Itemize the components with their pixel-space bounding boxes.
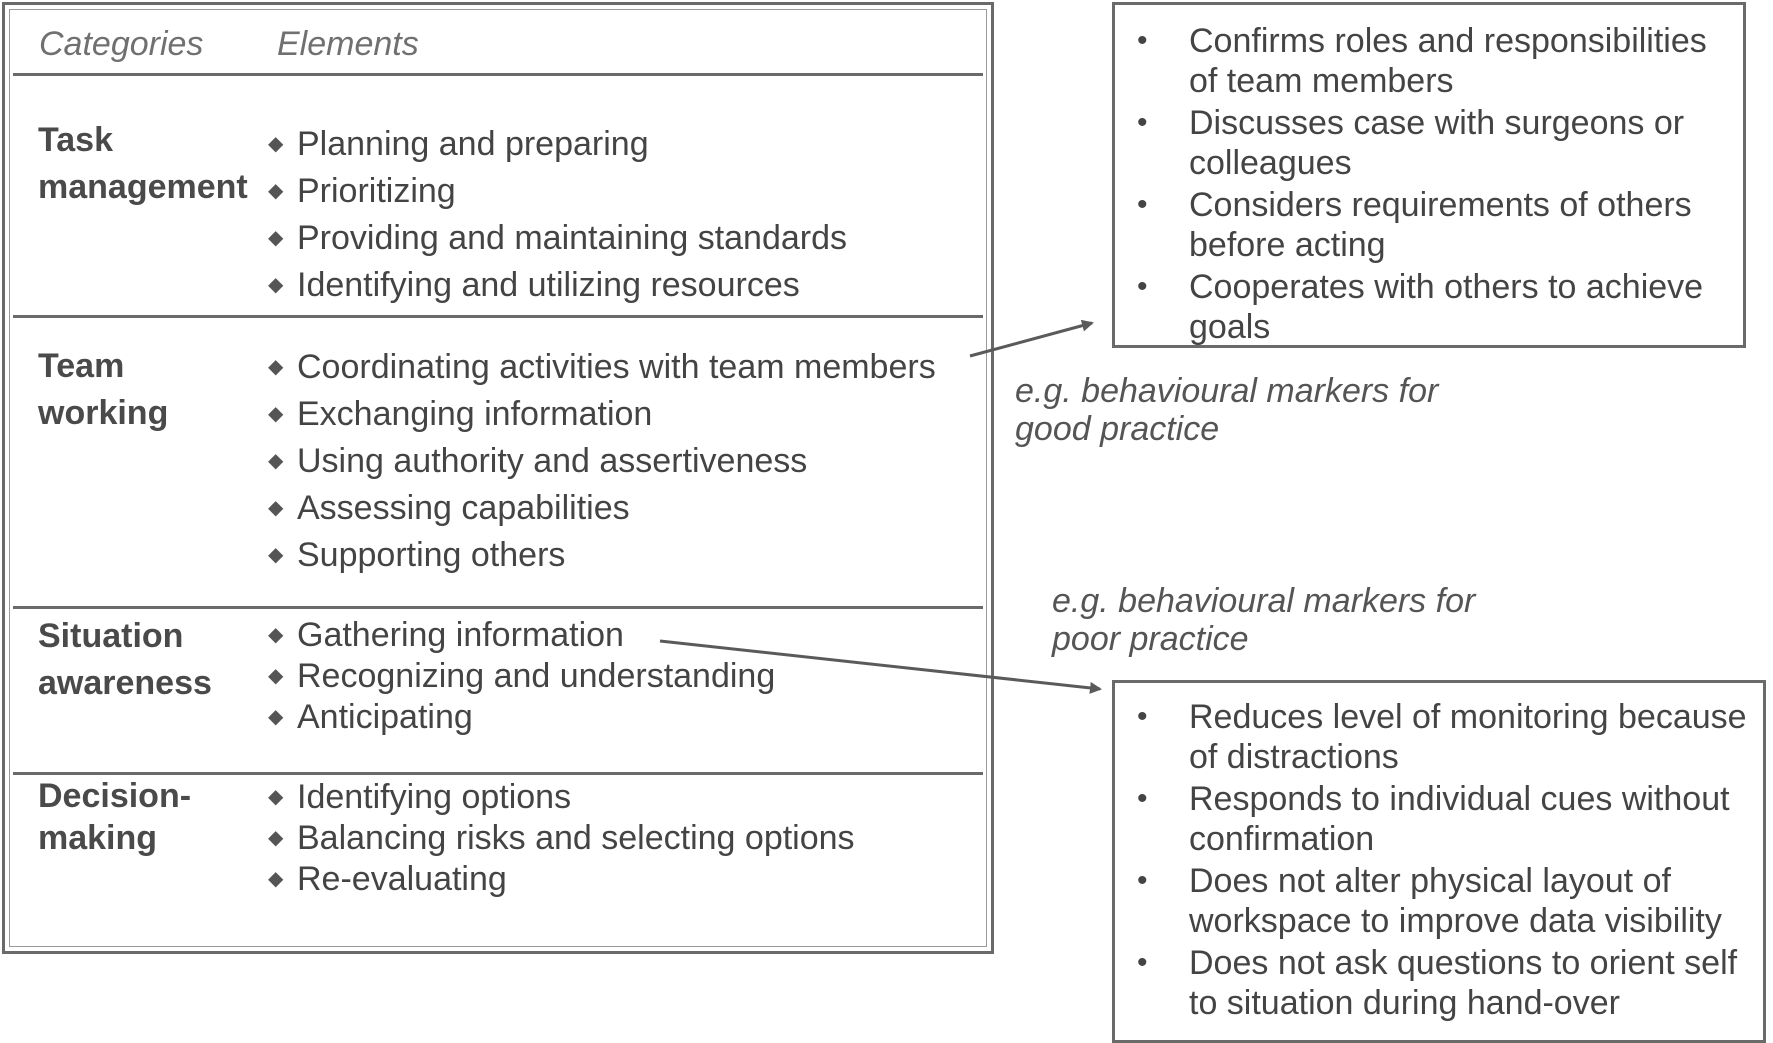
diamond-bullet-icon xyxy=(268,344,283,391)
element-list: Gathering information Recognizing and un… xyxy=(268,615,775,738)
list-item: Does not ask questions to orient selfto … xyxy=(1123,943,1757,1023)
list-item: Does not alter physical layout ofworkspa… xyxy=(1123,861,1757,941)
bullet-dot-icon xyxy=(1137,21,1148,61)
list-item: Supporting others xyxy=(268,532,936,579)
category-label: Situation awareness xyxy=(38,617,212,702)
list-item: Coordinating activities with team member… xyxy=(268,344,936,391)
list-item: Providing and maintaining standards xyxy=(268,215,847,262)
section-situation-awareness: Situation awareness Gathering informatio… xyxy=(13,609,983,775)
diamond-bullet-icon xyxy=(268,262,283,309)
diamond-bullet-icon xyxy=(268,215,283,262)
good-practice-caption: e.g. behavioural markers for good practi… xyxy=(1015,372,1439,448)
diamond-bullet-icon xyxy=(268,438,283,485)
diamond-bullet-icon xyxy=(268,818,283,859)
list-item: Identifying options xyxy=(268,777,855,818)
bullet-dot-icon xyxy=(1137,943,1148,983)
list-item: Responds to individual cues withoutconfi… xyxy=(1123,779,1757,859)
bullet-dot-icon xyxy=(1137,267,1148,307)
list-item: Identifying and utilizing resources xyxy=(268,262,847,309)
list-item: Assessing capabilities xyxy=(268,485,936,532)
diamond-bullet-icon xyxy=(268,168,283,215)
header-categories: Categories xyxy=(39,25,204,63)
list-item: Re-evaluating xyxy=(268,859,855,900)
nontechnical-skills-table: Categories Elements Task management Plan… xyxy=(2,2,994,954)
diamond-bullet-icon xyxy=(268,859,283,900)
diamond-bullet-icon xyxy=(268,121,283,168)
list-item: Discusses case with surgeons orcolleague… xyxy=(1123,103,1733,183)
category-label: Decision- making xyxy=(38,777,192,857)
bullet-dot-icon xyxy=(1137,779,1148,819)
list-item: Using authority and assertiveness xyxy=(268,438,936,485)
diamond-bullet-icon xyxy=(268,532,283,579)
element-list: Coordinating activities with team member… xyxy=(268,344,936,579)
diamond-bullet-icon xyxy=(268,485,283,532)
diamond-bullet-icon xyxy=(268,615,283,656)
element-list: Planning and preparing Prioritizing Prov… xyxy=(268,121,847,309)
diamond-bullet-icon xyxy=(268,697,283,738)
diamond-bullet-icon xyxy=(268,777,283,818)
bullet-dot-icon xyxy=(1137,185,1148,225)
section-team-working: Team working Coordinating activities wit… xyxy=(13,318,983,609)
header-elements: Elements xyxy=(277,25,419,63)
bullet-dot-icon xyxy=(1137,103,1148,143)
section-task-management: Task management Planning and preparing P… xyxy=(13,73,983,318)
section-decision-making: Decision- making Identifying options Bal… xyxy=(13,775,983,945)
bullet-dot-icon xyxy=(1137,697,1148,737)
list-item: Gathering information xyxy=(268,615,775,656)
list-item: Anticipating xyxy=(268,697,775,738)
category-label: Task management xyxy=(38,121,248,206)
poor-practice-caption: e.g. behavioural markers for poor practi… xyxy=(1052,582,1476,658)
list-item: Exchanging information xyxy=(268,391,936,438)
list-item: Prioritizing xyxy=(268,168,847,215)
bullet-dot-icon xyxy=(1137,861,1148,901)
element-list: Identifying options Balancing risks and … xyxy=(268,777,855,900)
table-header: Categories Elements xyxy=(13,13,983,76)
list-item: Recognizing and understanding xyxy=(268,656,775,697)
diamond-bullet-icon xyxy=(268,656,283,697)
list-item: Balancing risks and selecting options xyxy=(268,818,855,859)
list-item: Planning and preparing xyxy=(268,121,847,168)
category-label: Team working xyxy=(38,347,169,432)
diamond-bullet-icon xyxy=(268,391,283,438)
